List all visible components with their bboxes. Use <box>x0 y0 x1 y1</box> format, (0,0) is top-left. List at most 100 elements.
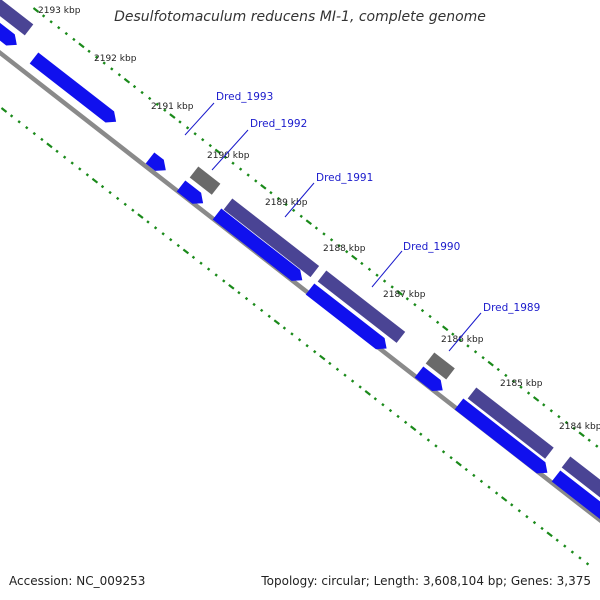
reverse-cds-arrow[interactable] <box>29 52 117 123</box>
minor-tick <box>419 432 423 436</box>
minor-tick <box>557 414 561 419</box>
major-tick <box>273 319 281 325</box>
reverse-cds-arrow[interactable] <box>0 19 17 46</box>
minor-tick <box>57 25 61 30</box>
minor-tick <box>481 356 485 360</box>
minor-tick <box>496 367 500 372</box>
minor-tick <box>78 167 82 171</box>
leader-line <box>211 129 249 171</box>
reverse-cds-arrow[interactable] <box>551 470 600 520</box>
rna-feature[interactable] <box>425 352 455 380</box>
minor-tick <box>441 450 446 454</box>
gene-label-dred-1991[interactable]: Dred_1991 <box>316 172 373 184</box>
minor-tick <box>117 73 122 77</box>
minor-tick <box>595 444 599 448</box>
minor-tick <box>199 261 203 265</box>
gene-label-dred-1989[interactable]: Dred_1989 <box>483 302 540 314</box>
minor-tick <box>360 261 364 266</box>
minor-tick <box>337 244 341 248</box>
major-tick <box>182 248 190 255</box>
forward-cds-arrow[interactable] <box>467 387 554 459</box>
reverse-cds-arrow[interactable] <box>454 398 548 474</box>
gene-label-dred-1993[interactable]: Dred_1993 <box>216 91 273 103</box>
minor-tick <box>413 302 417 307</box>
minor-tick <box>169 237 173 242</box>
forward-cds-arrow[interactable] <box>317 270 406 343</box>
minor-tick <box>328 361 332 366</box>
minor-tick <box>572 426 576 431</box>
major-tick <box>91 177 99 184</box>
scale-label: 2190 kbp <box>207 151 250 161</box>
minor-tick <box>231 161 235 165</box>
major-tick <box>351 254 358 261</box>
minor-tick <box>110 67 114 71</box>
major-tick <box>500 496 508 502</box>
minor-tick <box>146 220 150 224</box>
major-tick <box>260 183 267 190</box>
reverse-cds-arrow[interactable] <box>176 180 204 204</box>
minor-tick <box>479 479 484 483</box>
minor-tick <box>578 556 582 560</box>
minor-tick <box>587 438 591 442</box>
rna-feature[interactable] <box>189 166 221 195</box>
reverse-cds-arrow[interactable] <box>145 152 166 171</box>
minor-tick <box>94 55 99 59</box>
minor-tick <box>299 214 303 218</box>
minor-tick <box>367 267 372 271</box>
minor-tick <box>237 291 241 295</box>
minor-tick <box>555 538 559 542</box>
minor-tick <box>131 208 135 212</box>
scale-label: 2191 kbp <box>151 102 194 112</box>
minor-tick <box>375 273 379 277</box>
minor-tick <box>305 344 309 348</box>
minor-tick <box>322 232 326 236</box>
minor-tick <box>291 208 296 213</box>
minor-tick <box>466 344 470 348</box>
minor-tick <box>329 238 334 242</box>
minor-tick <box>284 202 288 207</box>
gene-label-dred-1990[interactable]: Dred_1990 <box>403 241 460 253</box>
major-tick <box>123 77 131 84</box>
minor-tick <box>72 37 76 42</box>
scale-label: 2192 kbp <box>94 54 137 64</box>
minor-tick <box>222 279 226 283</box>
forward-cds-arrow[interactable] <box>561 456 600 505</box>
minor-tick <box>115 196 120 201</box>
outer-tick-track <box>32 7 599 448</box>
minor-tick <box>238 167 243 171</box>
leader-line <box>284 182 315 218</box>
forward-cds-arrow[interactable] <box>0 0 34 36</box>
minor-tick <box>449 456 453 460</box>
minor-tick <box>549 409 554 413</box>
accession-label: Accession: NC_009253 <box>9 574 146 588</box>
reverse-cds-arrow[interactable] <box>305 283 387 350</box>
forward-cds-arrow[interactable] <box>223 198 320 278</box>
major-tick <box>78 42 85 49</box>
minor-tick <box>191 255 196 260</box>
minor-tick <box>297 338 302 342</box>
major-tick <box>137 213 144 219</box>
minor-tick <box>420 308 425 313</box>
major-tick <box>228 283 235 290</box>
minor-tick <box>570 550 575 554</box>
scale-label: 2193 kbp <box>38 6 81 16</box>
minor-tick <box>585 562 590 566</box>
minor-tick <box>223 155 228 160</box>
scale-label: 2184 kbp <box>559 422 600 432</box>
gene-label-dred-1992[interactable]: Dred_1992 <box>250 118 307 130</box>
minor-tick <box>434 444 438 448</box>
minor-tick <box>390 285 394 289</box>
reverse-cds-arrow[interactable] <box>212 208 303 281</box>
reverse-cds-arrow[interactable] <box>414 366 443 392</box>
minor-tick <box>435 320 440 325</box>
genome-summary: Topology: circular; Length: 3,608,104 bp… <box>261 574 591 588</box>
minor-tick <box>532 520 537 525</box>
scale-label: 2185 kbp <box>500 379 543 389</box>
minor-tick <box>473 350 478 354</box>
minor-tick <box>350 379 355 383</box>
minor-tick <box>381 402 385 407</box>
minor-tick <box>525 514 529 519</box>
minor-tick <box>345 249 349 254</box>
minor-tick <box>252 302 256 307</box>
